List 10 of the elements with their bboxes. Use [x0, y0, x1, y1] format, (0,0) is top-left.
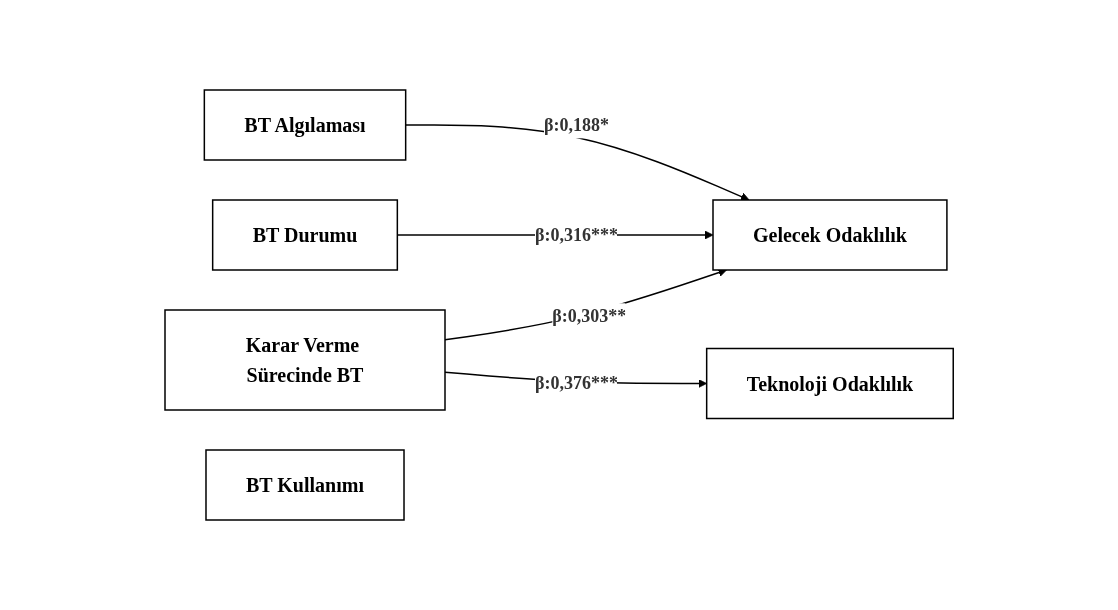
edge-label: β:0,316*** — [534, 224, 618, 245]
node-box: Karar Verme Sürecinde BT — [164, 309, 446, 411]
edge-label: β:0,303** — [552, 306, 626, 327]
node-box: Teknoloji Odaklılık — [705, 347, 954, 420]
node-box: Gelecek Odaklılık — [712, 199, 948, 271]
node-box: BT Algılaması — [203, 89, 407, 161]
node-box: BT Durumu — [211, 199, 398, 271]
node-box: BT Kullanımı — [205, 449, 405, 521]
edge-label: β:0,376*** — [534, 373, 618, 393]
edge-label: β:0,188* — [543, 114, 609, 135]
